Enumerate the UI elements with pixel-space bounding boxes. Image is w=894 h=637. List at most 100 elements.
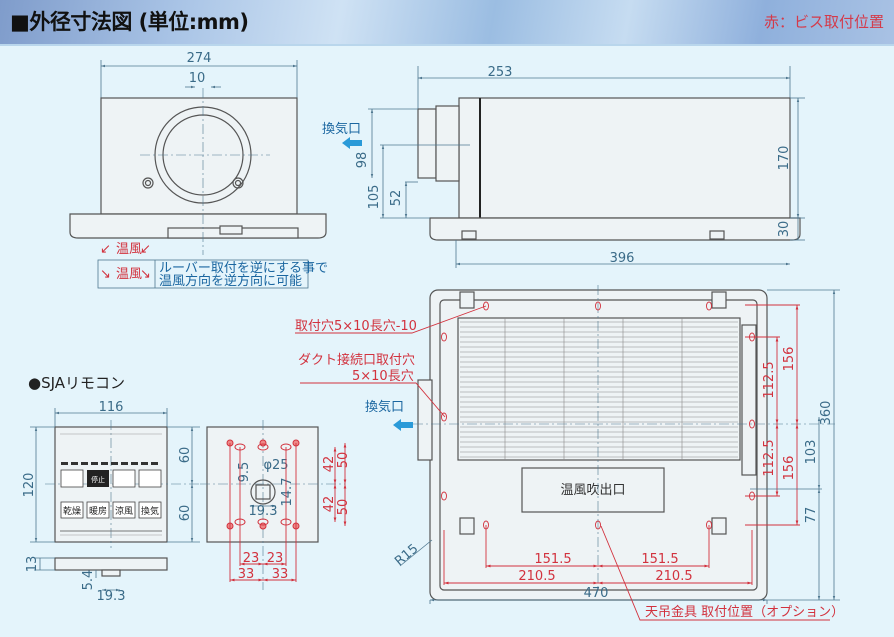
- dim-plate-inner-left: 23: [243, 551, 260, 566]
- dim-lower-half: 156: [782, 456, 797, 481]
- unit-panel-side: [429, 217, 801, 241]
- plate-screw-hole: [259, 439, 267, 447]
- warm-air-arrow-right: ↙: [140, 242, 151, 257]
- dim-inner-right: 151.5: [641, 552, 678, 567]
- duct-hole-label-1: ダクト接続口取付穴: [298, 352, 415, 368]
- dim-remote-lower: 60: [178, 505, 193, 522]
- level-led: [91, 462, 98, 465]
- level-led: [111, 462, 118, 465]
- dim-remote-upper: 60: [178, 447, 193, 464]
- screw-hole: [441, 491, 447, 501]
- vent-label-bottom: 換気口: [365, 399, 404, 415]
- level-led: [151, 462, 158, 465]
- dim-upper-half: 156: [782, 347, 797, 372]
- screw-hole: [749, 419, 755, 429]
- dry-button[interactable]: [60, 501, 84, 519]
- dim-right-upper: 103: [804, 440, 819, 465]
- dim-remote-width: 116: [99, 400, 124, 415]
- plate-slot-hole: [257, 518, 269, 526]
- level-led: [131, 462, 138, 465]
- setting-button[interactable]: [138, 469, 162, 488]
- dim-remote-height: 120: [22, 473, 37, 498]
- stop-button-label: 停止: [91, 475, 105, 484]
- remote-controller-drawing: ●SJAリモコン 116 120 60 60 停止 乾燥 暖房 涼風 換気: [22, 374, 200, 604]
- remote-mode-buttons: 乾燥 暖房 涼風 換気: [60, 501, 162, 519]
- dim-duct-center: 105: [367, 185, 382, 210]
- screw-hole: [595, 301, 601, 311]
- mount-hole-label: 取付穴5×10長穴-10: [295, 319, 417, 334]
- dim-plate-inner-lower: 42: [322, 496, 337, 513]
- timer-button[interactable]: [60, 469, 84, 488]
- duct-stub-bottom: [417, 379, 433, 461]
- warm-air-label: 温風: [116, 242, 142, 257]
- warm-air-arrow-left: ↙: [100, 242, 111, 257]
- dim-remote-thickness: 13: [25, 556, 40, 573]
- vent-button-label: 換気: [141, 505, 159, 517]
- dim-plate-outer-upper: 50: [336, 452, 351, 469]
- vent-arrow-icon: [342, 137, 362, 149]
- dim-plate-hole-dia: φ25: [263, 458, 288, 473]
- dim-total-depth: 360: [819, 401, 834, 426]
- dim-plate-outer-lower: 50: [336, 499, 351, 516]
- dim-plate-offset: 9.5: [237, 462, 252, 483]
- duct-hole-label-2: 5×10長穴: [352, 369, 414, 384]
- stop-button[interactable]: [87, 470, 109, 487]
- remote-side: [54, 557, 168, 571]
- unit-body-side: [458, 97, 791, 219]
- screw-hole: [595, 520, 601, 530]
- louver-note-line1: ルーバー取付を逆にする事で: [159, 260, 328, 276]
- vent-label-side: 換気口: [322, 121, 361, 137]
- bottom-view: 温風吹出口 360 156 156 112.5 112.5 103 77 151…: [295, 285, 844, 621]
- plate-screw-hole: [259, 522, 267, 530]
- dim-right-lower: 77: [804, 507, 819, 524]
- side-view: 253 170 30 98 105 52 換気口 396: [322, 65, 805, 268]
- screw-hole: [441, 332, 447, 342]
- level-led: [101, 462, 108, 465]
- dim-tab-height: 5.4: [81, 570, 96, 591]
- dim-side-length: 396: [610, 251, 635, 266]
- dim-total-width: 470: [584, 586, 609, 601]
- dim-plate-inner-upper: 42: [322, 456, 337, 473]
- dim-duct-bottom: 52: [389, 190, 404, 207]
- warm-air-outlet: [521, 467, 665, 513]
- heat-button[interactable]: [86, 501, 110, 519]
- screw-hole: [706, 301, 712, 311]
- duct-stub: [417, 108, 437, 179]
- grille: [457, 317, 741, 461]
- dim-outer-left: 210.5: [518, 569, 555, 584]
- mount-plate-drawing: 42 42 50 50 9.5 φ25 14.7 19.3 23 23 33 3…: [200, 420, 351, 590]
- dim-side-height: 170: [777, 146, 792, 171]
- level-led: [141, 462, 148, 465]
- dim-front-offset: 10: [189, 71, 206, 86]
- dim-lower-inner: 112.5: [762, 439, 777, 476]
- header-banner: ■外径寸法図 (単位:mm) 赤：ビス取付位置: [0, 0, 894, 46]
- dim-front-width: 274: [187, 51, 212, 66]
- heat-button-label: 暖房: [89, 505, 107, 517]
- louver-note-box: [97, 259, 309, 289]
- mode-button[interactable]: [112, 469, 136, 488]
- dim-corner-radius: R15: [392, 541, 421, 569]
- hanger-label: 天吊金具 取付位置（オプション）: [645, 604, 844, 620]
- level-led: [81, 462, 88, 465]
- warm-air-label-reverse: 温風: [116, 267, 142, 282]
- dim-side-base: 30: [777, 221, 792, 238]
- dim-side-depth: 253: [488, 65, 513, 80]
- screw-hole: [441, 412, 447, 422]
- warm-air-arrow-down-left: ↘: [100, 267, 111, 282]
- wiring-hole: [250, 479, 276, 505]
- vent-button[interactable]: [138, 501, 162, 519]
- front-view: 274 10 ↙ 温風 ↙ ↘ 温風 ↘ ルーバー取付を逆にする事で 温風方向を…: [69, 51, 328, 289]
- dim-plate-box-w: 19.3: [249, 504, 278, 519]
- dim-plate-outer-right: 33: [272, 567, 289, 582]
- dim-upper-inner: 112.5: [762, 361, 777, 398]
- dim-plate-outer-left: 33: [238, 567, 255, 582]
- cool-button-label: 涼風: [115, 505, 133, 517]
- cool-button[interactable]: [112, 501, 136, 519]
- dim-plate-inner-right: 23: [267, 551, 284, 566]
- vent-arrow-icon-bottom: [393, 419, 413, 431]
- outlet-label: 温風吹出口: [560, 483, 625, 498]
- warm-air-arrow-down-right: ↘: [140, 267, 151, 282]
- level-led: [71, 462, 78, 465]
- level-led: [61, 462, 68, 465]
- plate-slot-hole: [257, 443, 269, 451]
